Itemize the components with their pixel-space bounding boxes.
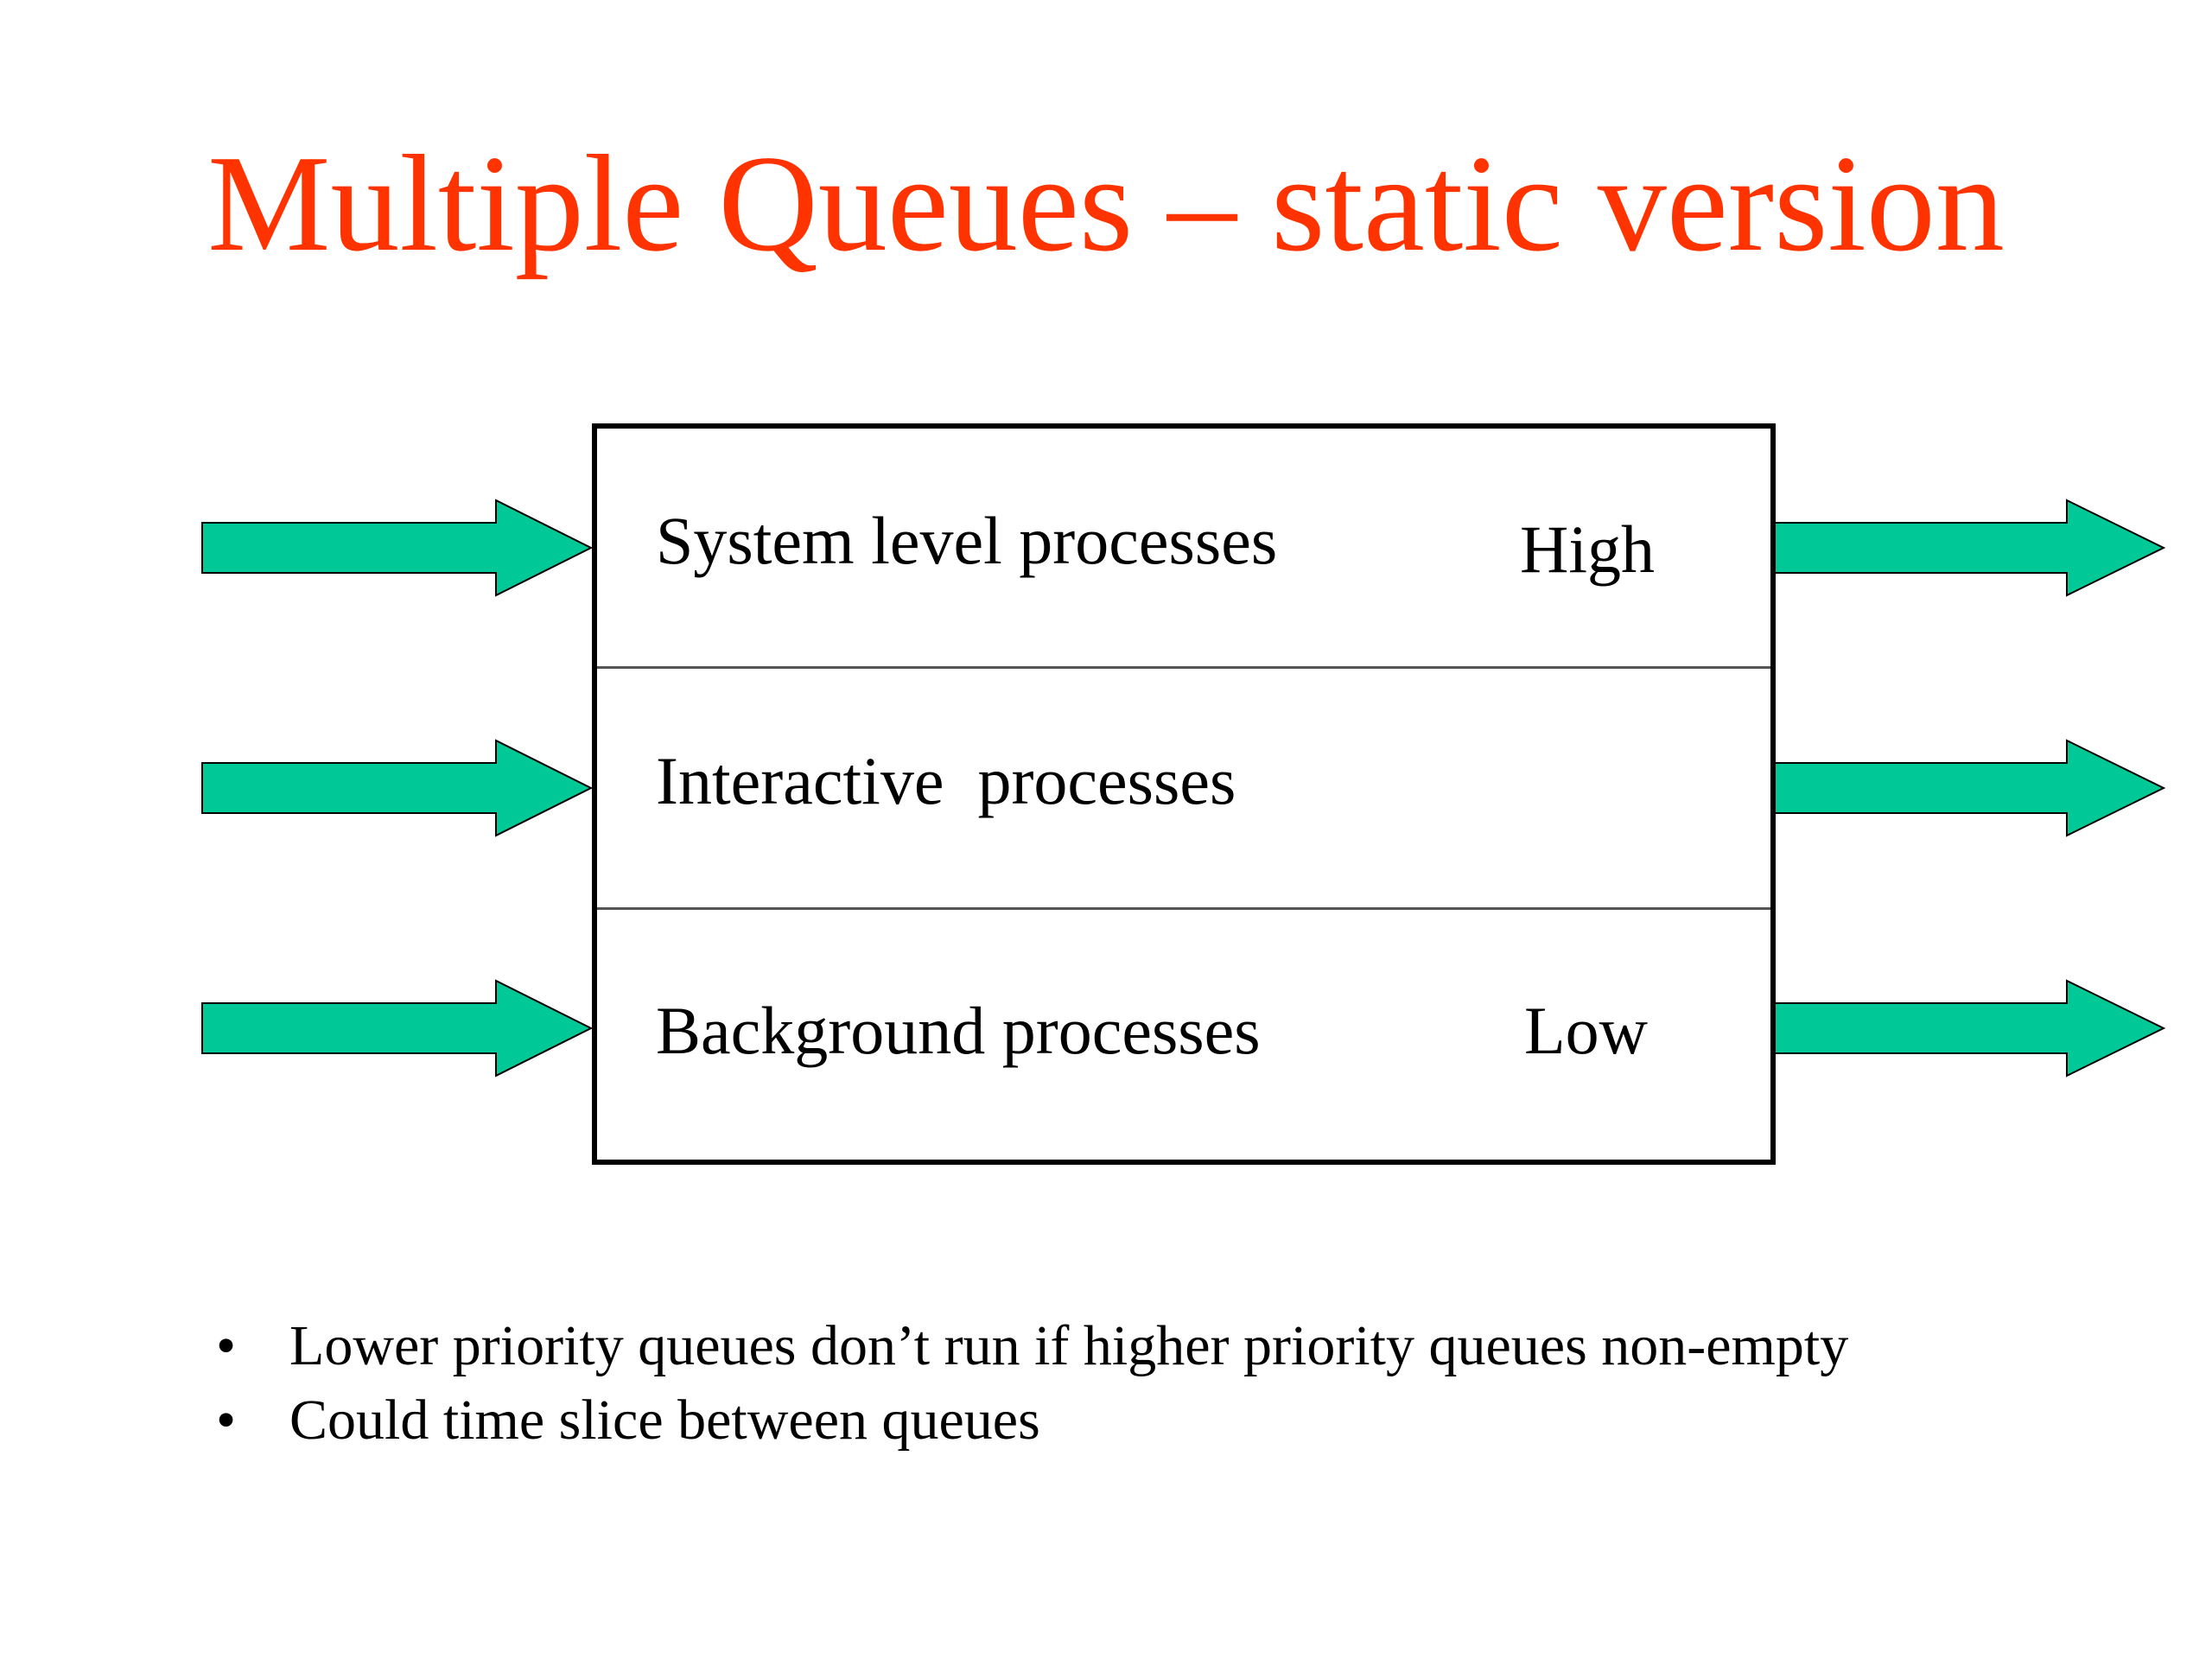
- bullet-icon: •: [216, 1314, 237, 1377]
- queue-label-interactive: Interactive processes: [656, 743, 1236, 818]
- queue-row-interactive: Interactive processes: [597, 669, 1770, 910]
- bullet-item: • Could time slice between queues: [216, 1383, 1848, 1458]
- queue-label-system: System level processes: [656, 503, 1278, 578]
- queue-label-background: Background processes: [656, 993, 1261, 1068]
- queue-box: System level processes High Interactive …: [592, 423, 1776, 1165]
- incoming-arrow-interactive-icon: [201, 739, 594, 837]
- priority-high-label: High: [1520, 512, 1655, 587]
- bullet-icon: •: [216, 1389, 237, 1452]
- slide-title: Multiple Queues – static version: [207, 126, 2005, 280]
- bullet-item: • Lower priority queues don’t run if hig…: [216, 1309, 1848, 1383]
- bullet-text: Lower priority queues don’t run if highe…: [289, 1314, 1849, 1377]
- outgoing-arrow-system-icon: [1774, 499, 2166, 597]
- outgoing-arrow-interactive-icon: [1774, 739, 2166, 837]
- bullet-list: • Lower priority queues don’t run if hig…: [216, 1309, 1848, 1458]
- incoming-arrow-background-icon: [201, 979, 594, 1077]
- bullet-text: Could time slice between queues: [289, 1389, 1040, 1452]
- priority-low-label: Low: [1524, 993, 1648, 1068]
- queue-row-system: System level processes High: [597, 429, 1770, 669]
- queue-row-background: Background processes Low: [597, 910, 1770, 1165]
- incoming-arrow-system-icon: [201, 499, 594, 597]
- outgoing-arrow-background-icon: [1774, 979, 2166, 1077]
